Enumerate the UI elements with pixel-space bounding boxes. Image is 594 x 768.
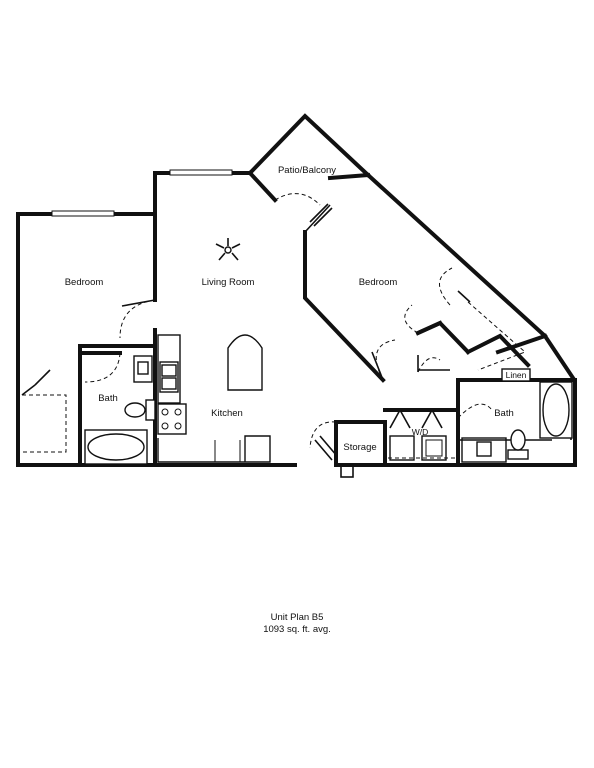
label-kitchen: Kitchen — [211, 408, 243, 419]
label-patio: Patio/Balcony — [278, 165, 336, 176]
doors — [21, 193, 526, 461]
room-labels: Patio/Balcony Living Room Bedroom Bedroo… — [65, 165, 527, 453]
kitchen-counter — [157, 334, 271, 463]
vanity-left — [133, 355, 153, 383]
washer-dryer — [388, 435, 456, 461]
bathtub-right — [539, 381, 573, 439]
exterior-walls — [16, 113, 577, 478]
label-living-room: Living Room — [202, 277, 255, 288]
label-bedroom-left: Bedroom — [65, 277, 104, 288]
bathtub-left — [84, 429, 148, 465]
fixtures — [84, 238, 573, 465]
linen-closet — [501, 368, 531, 382]
windows — [51, 169, 572, 440]
kitchen-island — [227, 334, 263, 391]
ceiling-fan-icon — [215, 238, 241, 261]
label-bath-right: Bath — [494, 408, 514, 419]
toilet-left — [124, 399, 156, 421]
label-bedroom-right: Bedroom — [359, 277, 398, 288]
vanity-right — [460, 437, 552, 463]
toilet-right — [507, 429, 529, 460]
label-bath-left: Bath — [98, 393, 118, 404]
label-wd: W/D — [412, 427, 429, 437]
plan-area: 1093 sq. ft. avg. — [263, 624, 331, 635]
label-linen: Linen — [506, 370, 527, 380]
plan-name: Unit Plan B5 — [270, 612, 324, 623]
label-storage: Storage — [343, 442, 376, 453]
